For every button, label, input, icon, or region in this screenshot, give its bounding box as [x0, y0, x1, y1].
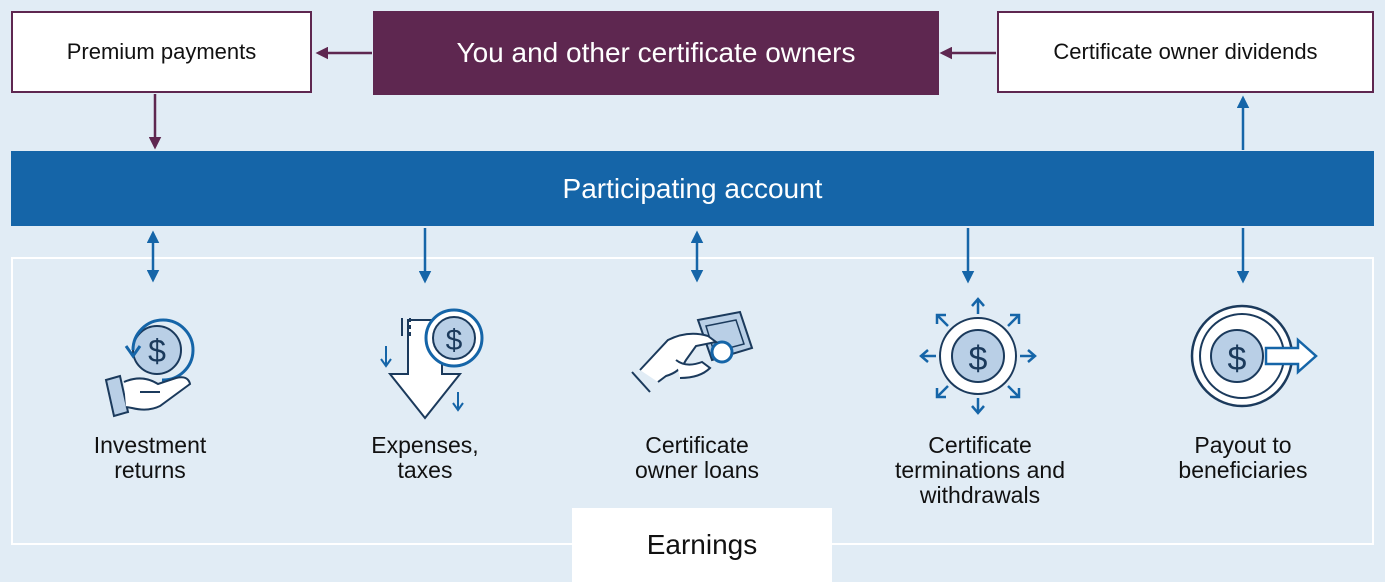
item-label-line: withdrawals — [919, 482, 1041, 508]
earnings-tab: Earnings — [572, 508, 832, 582]
certificate-owners-label: You and other certificate owners — [456, 37, 856, 68]
svg-text:$: $ — [148, 333, 166, 369]
participating-account-bar: Participating account — [11, 151, 1374, 226]
payout-icon: $ — [1190, 304, 1318, 408]
item-label-line: Certificate — [645, 432, 749, 458]
investment-returns-icon: $ — [104, 318, 195, 418]
owner-dividends-box: Certificate owner dividends — [997, 11, 1374, 93]
svg-text:$: $ — [1228, 340, 1247, 378]
item-label-line: Certificate — [928, 432, 1032, 458]
item-label-line: Expenses, — [371, 432, 479, 458]
svg-text:$: $ — [446, 324, 463, 357]
item-label-expenses-taxes: Expenses, taxes — [325, 433, 525, 483]
item-label-investment-returns: Investment returns — [50, 433, 250, 483]
expenses-taxes-icon: $ — [380, 308, 484, 420]
item-label-line: returns — [114, 457, 186, 483]
certificate-owners-box: You and other certificate owners — [373, 11, 939, 95]
item-label-terminations: Certificate terminations and withdrawals — [865, 433, 1095, 508]
premium-payments-box: Premium payments — [11, 11, 312, 93]
item-label-line: Payout to — [1194, 432, 1292, 458]
item-label-owner-loans: Certificate owner loans — [597, 433, 797, 483]
terminations-icon: $ — [919, 297, 1037, 415]
item-label-line: owner loans — [634, 457, 760, 483]
item-label-line: terminations and — [894, 457, 1066, 483]
item-label-line: taxes — [397, 457, 453, 483]
item-label-line: Investment — [93, 432, 207, 458]
owner-dividends-label: Certificate owner dividends — [1053, 39, 1318, 64]
premium-payments-label: Premium payments — [66, 39, 257, 64]
earnings-label: Earnings — [646, 529, 758, 560]
item-label-payout: Payout to beneficiaries — [1143, 433, 1343, 483]
svg-text:$: $ — [969, 340, 988, 378]
item-label-line: beneficiaries — [1178, 457, 1308, 483]
owner-loans-icon — [631, 310, 754, 393]
participating-account-label: Participating account — [562, 172, 823, 204]
